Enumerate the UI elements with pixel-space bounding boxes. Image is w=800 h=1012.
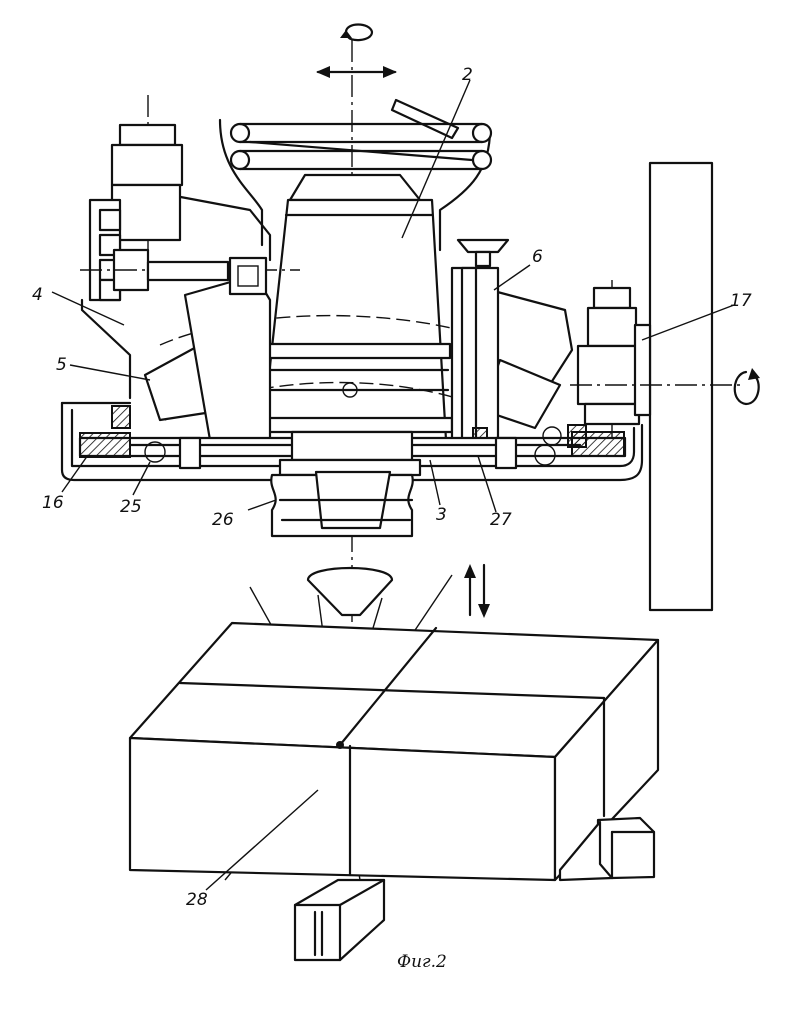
label-27: 27 [490,510,512,530]
label-28: 28 [186,890,208,910]
label-4: 4 [32,285,43,305]
left-rocker-segment [145,275,270,440]
label-26: 26 [212,510,234,530]
focal-point [336,741,344,749]
horizontal-motion-arrow [316,66,397,78]
label-25: 25 [120,497,142,517]
vertical-motion-arrows [464,564,490,618]
machine-column [650,163,712,610]
rotation-arrow-top [340,25,372,41]
label-6: 6 [532,247,543,267]
workpiece-block [130,623,658,880]
left-drive-motor [80,95,300,300]
figure-caption: Фиг.2 [397,952,447,972]
lower-hub [271,432,420,536]
label-5: 5 [56,355,67,375]
label-17: 17 [730,291,752,311]
rotation-arrow-right [735,368,760,404]
support-block-left [295,880,384,960]
spindle-body [248,175,452,440]
label-2: 2 [462,65,473,85]
label-3: 3 [436,505,447,525]
label-16: 16 [42,493,64,513]
